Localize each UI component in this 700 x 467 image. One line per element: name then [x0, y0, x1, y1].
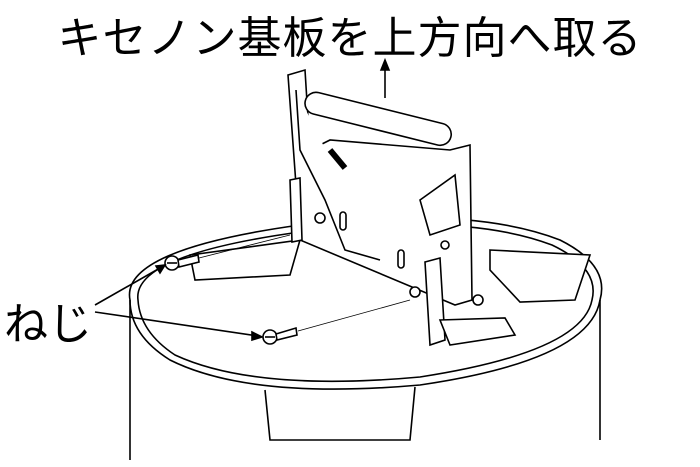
xenon-board-icon	[287, 68, 517, 347]
screw-label: ねじ	[4, 299, 92, 350]
screw-icon	[164, 234, 291, 271]
instruction-title: キセノン基板を上方向へ取る	[57, 13, 643, 64]
screw-icon	[262, 299, 411, 345]
up-arrow-icon	[379, 57, 391, 98]
leader-lines	[94, 264, 265, 342]
lamp-housing-icon	[128, 216, 603, 460]
